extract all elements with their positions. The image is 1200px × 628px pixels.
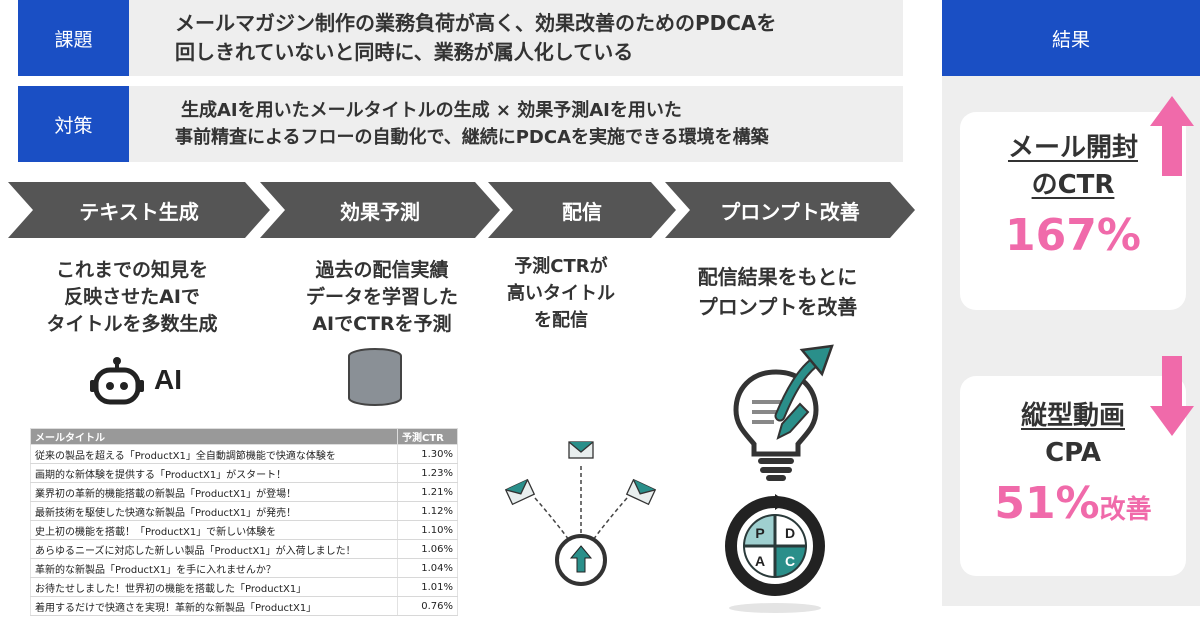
predicted-ctr-cell: 1.23% (397, 463, 458, 483)
desc-line: AIでCTRを予測 (312, 313, 452, 335)
issue-tag: 課題 (18, 0, 129, 76)
table-row: 革新的な新製品「ProductX1」を手に入れませんか？1.04% (30, 558, 458, 578)
envelope-icon (568, 441, 594, 459)
table-row: 最新技術を駆使した快適な新製品「ProductX1」が発売！1.12% (30, 501, 458, 521)
result-cpa-value: 51% (994, 478, 1100, 529)
result-panel: 結果 メール開封 のCTR 167% 縦型動画 CPA 51%改善 (942, 0, 1200, 606)
pdca-cycle-icon: P D A C (725, 494, 825, 613)
pdca-p-label: P (755, 525, 764, 541)
arrow-up-icon (1150, 96, 1194, 176)
pdca-c-label: C (785, 553, 795, 569)
envelope-icon (504, 478, 536, 506)
arrow-up-right-icon (799, 344, 834, 377)
lightbulb-icon (733, 344, 834, 481)
ai-logo-text: AI (154, 364, 182, 395)
predicted-ctr-cell: 1.21% (397, 482, 458, 502)
predicted-ctr-cell: 1.06% (397, 539, 458, 559)
robot-icon (90, 357, 144, 405)
issue-line-2: 回しきれていないと同時に、業務が属人化している (175, 40, 634, 64)
result-ctr-value: 167% (1005, 210, 1141, 261)
desc-line: これまでの知見を (55, 259, 208, 281)
step-desc-text-generation: これまでの知見を 反映させたAIで タイトルを多数生成 (22, 257, 242, 338)
mail-title-cell: あらゆるニーズに対応した新しい製品「ProductX1」が入荷しました！ (30, 539, 398, 559)
arrow-down-icon (1150, 356, 1194, 436)
pdca-d-label: D (785, 525, 795, 541)
step-arrow-text-generation: テキスト生成 (8, 182, 270, 238)
result-card-ctr: メール開封 のCTR 167% (960, 112, 1186, 310)
result-cpa-suffix: 改善 (1099, 495, 1152, 525)
table-row: お待たせしました！世界初の機能を搭載した「ProductX1」1.01% (30, 577, 458, 597)
desc-line: 予測CTRが (514, 256, 608, 277)
mail-title-cell: お待たせしました！世界初の機能を搭載した「ProductX1」 (30, 577, 398, 597)
predicted-ctr-cell: 1.04% (397, 558, 458, 578)
column-header-ctr: 予測CTR (397, 428, 458, 445)
arrow-up-icon (569, 545, 593, 573)
table-row: 業界初の革新的機能搭載の新製品「ProductX1」が登場！1.21% (30, 482, 458, 502)
issue-row: 課題 メールマガジン制作の業務負荷が高く、効果改善のためのPDCAを 回しきれて… (18, 0, 903, 76)
result-cpa-label-2: CPA (1045, 438, 1101, 468)
mail-title-cell: 革新的な新製品「ProductX1」を手に入れませんか？ (30, 558, 398, 578)
issue-line-1: メールマガジン制作の業務負荷が高く、効果改善のためのPDCAを (175, 11, 777, 35)
mail-title-cell: 画期的な新体験を提供する「ProductX1」がスタート！ (30, 463, 398, 483)
result-cpa-value-wrap: 51%改善 (960, 478, 1186, 529)
measure-row: 対策 生成AIを用いたメールタイトルの生成 × 効果予測AIを用いた 事前精査に… (18, 86, 903, 162)
pdca-a-label: A (755, 553, 765, 569)
predicted-ctr-cell: 1.12% (397, 501, 458, 521)
title-ctr-table: メールタイトル 予測CTR 従来の製品を超える「ProductX1」全自動調節機… (30, 428, 458, 616)
table-header-row: メールタイトル 予測CTR (30, 428, 458, 445)
step-arrow-delivery: 配信 (488, 182, 676, 238)
step-arrow-prediction: 効果予測 (260, 182, 500, 238)
desc-line: 過去の配信実績 (315, 259, 449, 281)
predicted-ctr-cell: 1.01% (397, 577, 458, 597)
ai-logo: AI (90, 355, 182, 405)
step-desc-prompt-improvement: 配信結果をもとに プロンプトを改善 (655, 262, 900, 322)
measure-line-2: 事前精査によるフローの自動化で、継続にPDCAを実施できる環境を構築 (175, 127, 769, 148)
desc-line: 反映させたAIで (64, 286, 200, 308)
delivery-illustration (504, 441, 657, 586)
mail-title-cell: 従来の製品を超える「ProductX1」全自動調節機能で快適な体験を (30, 444, 398, 464)
desc-line: 高いタイトル (507, 283, 615, 304)
result-ctr-label-1: メール開封 (1007, 133, 1138, 163)
desc-line: タイトルを多数生成 (46, 313, 218, 335)
step-arrow-prompt-improvement: プロンプト改善 (665, 182, 915, 238)
column-header-title: メールタイトル (30, 428, 398, 445)
mail-title-cell: 業界初の革新的機能搭載の新製品「ProductX1」が登場！ (30, 482, 398, 502)
result-cpa-label-1: 縦型動画 (1020, 401, 1125, 431)
mail-title-cell: 最新技術を駆使した快適な新製品「ProductX1」が発売！ (30, 501, 398, 521)
mail-title-cell: 史上初の機能を搭載！「ProductX1」で新しい体験を (30, 520, 398, 540)
table-row: 着用するだけで快適さを実現！革新的な新製品「ProductX1」0.76% (30, 596, 458, 616)
result-title: 結果 (942, 0, 1200, 76)
predicted-ctr-cell: 1.30% (397, 444, 458, 464)
desc-line: データを学習した (305, 286, 458, 308)
desc-line: を配信 (534, 310, 588, 331)
table-row: あらゆるニーズに対応した新しい製品「ProductX1」が入荷しました！1.06… (30, 539, 458, 559)
result-card-cpa: 縦型動画 CPA 51%改善 (960, 376, 1186, 576)
predicted-ctr-cell: 0.76% (397, 596, 458, 616)
desc-line: プロンプトを改善 (697, 295, 858, 319)
table-row: 画期的な新体験を提供する「ProductX1」がスタート！1.23% (30, 463, 458, 483)
issue-text: メールマガジン制作の業務負荷が高く、効果改善のためのPDCAを 回しきれていない… (129, 9, 903, 67)
envelope-icon (625, 478, 657, 506)
database-icon (348, 348, 402, 406)
measure-tag: 対策 (18, 86, 129, 162)
predicted-ctr-cell: 1.10% (397, 520, 458, 540)
measure-text: 生成AIを用いたメールタイトルの生成 × 効果予測AIを用いた 事前精査によるフ… (129, 97, 903, 151)
measure-line-1: 生成AIを用いたメールタイトルの生成 × 効果予測AIを用いた (181, 100, 682, 121)
desc-line: 配信結果をもとに (697, 265, 858, 289)
mail-title-cell: 着用するだけで快適さを実現！革新的な新製品「ProductX1」 (30, 596, 398, 616)
result-ctr-label-2: のCTR (1031, 170, 1115, 200)
step-desc-prediction: 過去の配信実績 データを学習した AIでCTRを予測 (272, 257, 492, 338)
step-desc-delivery: 予測CTRが 高いタイトル を配信 (476, 253, 646, 334)
